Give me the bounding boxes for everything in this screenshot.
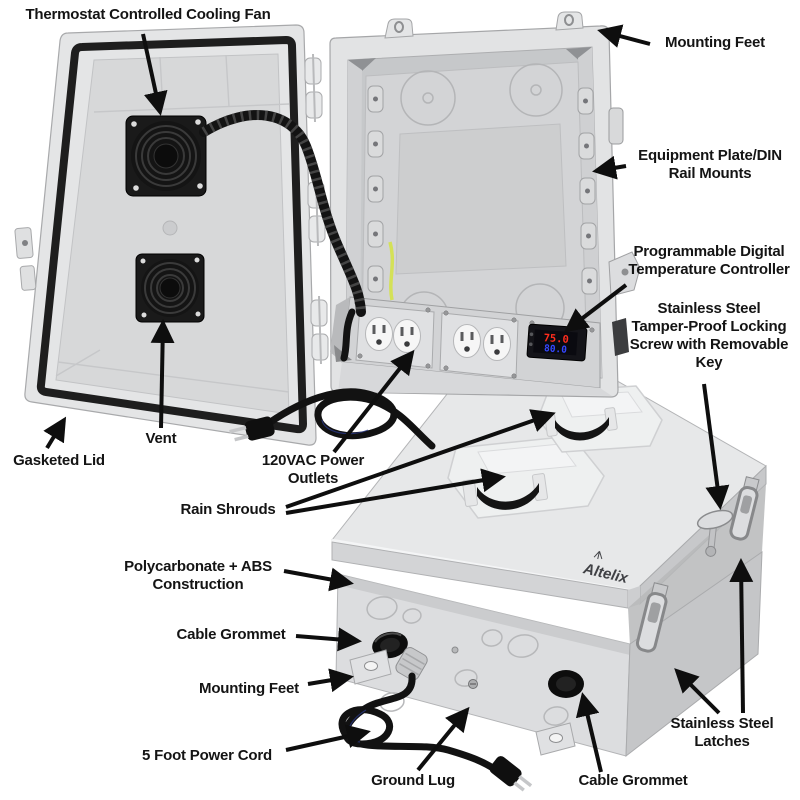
label-temp-controller: Programmable Digital Temperature Control… (628, 243, 790, 278)
arrow-locking-screw (702, 383, 730, 510)
mounting-ear (555, 11, 584, 31)
arrow-temp-controller (563, 283, 628, 333)
shroud-vent-opening (477, 483, 539, 510)
arrow-vent (150, 319, 175, 429)
arrow-construction (283, 567, 354, 592)
cooling-fan (125, 115, 207, 197)
power-plug-top (229, 416, 275, 442)
label-construction: Polycarbonate + ABS Construction (124, 558, 272, 593)
label-latches: Stainless Steel Latches (670, 715, 774, 750)
temperature-controller: 75.0 80.0 (526, 323, 588, 362)
power-outlets (365, 317, 511, 361)
arrow-latch-bottom (674, 668, 721, 715)
open-enclosure: 75.0 80.0 (329, 11, 641, 398)
callout-arrows (43, 24, 754, 773)
arrow-mounting-feet-top (597, 24, 651, 48)
arrow-rain-shroud-front (285, 468, 506, 515)
label-locking-screw: Stainless Steel Tamper-Proof Locking Scr… (629, 300, 789, 371)
latch-bracket (612, 318, 629, 356)
arrow-cable-grommet-front (575, 692, 603, 773)
lid-panel-ribs (55, 54, 290, 393)
equipment-plate-recess (395, 123, 567, 275)
lid-gasket (36, 36, 307, 434)
closed-enclosure: Altelix (331, 317, 767, 792)
mounting-ear (384, 18, 414, 39)
cord-gland (395, 647, 428, 681)
label-rain-shrouds: Rain Shrouds (180, 501, 276, 518)
latch-bottom (635, 582, 669, 653)
label-mounting-feet-top: Mounting Feet (665, 34, 765, 51)
label-vent: Vent (145, 430, 177, 447)
arrow-mounting-feet-bottom (307, 668, 354, 693)
ground-wire (388, 241, 395, 301)
power-plug-bottom (489, 756, 533, 792)
rain-shroud-back (537, 385, 663, 453)
label-cable-grommet-side: Cable Grommet (176, 626, 286, 643)
fan-power-cable (199, 110, 366, 317)
controller-reading-bottom: 80.0 (544, 343, 568, 356)
arrow-gasketed-lid (43, 416, 67, 450)
controller-reading-top: 75.0 (543, 332, 569, 346)
cable-grommet-front (548, 670, 584, 698)
arrow-power-cord (285, 724, 371, 752)
vent-fan (135, 253, 205, 323)
label-gasketed-lid: Gasketed Lid (13, 452, 105, 469)
arrow-power-outlets (332, 349, 415, 454)
label-ground-lug: Ground Lug (371, 772, 455, 789)
arrow-cooling-fan (141, 33, 168, 116)
label-cooling-fan: Thermostat Controlled Cooling Fan (25, 6, 271, 23)
din-rail-bosses (367, 85, 598, 295)
label-cable-grommet-front: Cable Grommet (578, 772, 688, 789)
label-power-outlets: 120VAC Power Outlets (261, 452, 365, 487)
arrow-rain-shroud-back (285, 409, 556, 509)
shroud-vent-opening (555, 417, 609, 441)
arrow-equipment-mounts (592, 155, 627, 180)
arrow-ground-lug (416, 706, 470, 772)
label-mounting-feet-bottom: Mounting Feet (199, 680, 299, 697)
rain-shroud-front (447, 435, 605, 519)
label-equipment-mounts: Equipment Plate/DIN Rail Mounts (638, 147, 782, 182)
arrow-cable-grommet-side (295, 627, 362, 652)
open-lid (14, 24, 329, 446)
locking-screw-key (696, 509, 734, 557)
label-power-cord: 5 Foot Power Cord (142, 747, 272, 764)
arrow-latch-top (729, 558, 754, 714)
ground-lug (451, 646, 478, 689)
latch-top (729, 476, 760, 541)
